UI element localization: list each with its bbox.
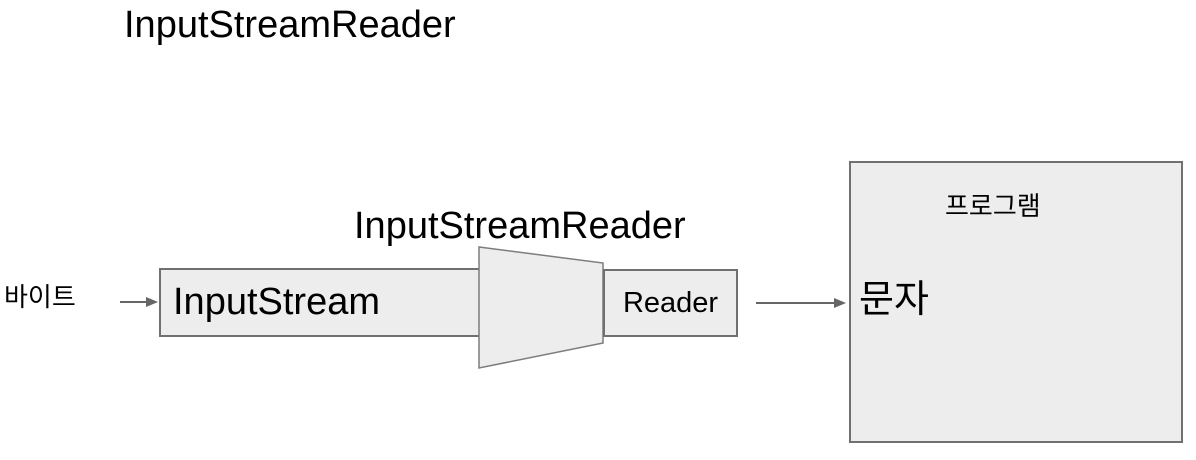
page-title: InputStreamReader xyxy=(124,4,456,46)
reader-box-label: Reader xyxy=(622,286,719,319)
reader-box: Reader xyxy=(603,269,738,337)
reader-to-program-arrow-icon xyxy=(756,298,846,308)
inputstream-box-label: InputStream xyxy=(173,281,380,323)
program-content-label: 문자 xyxy=(859,279,929,321)
program-box-title: 프로그램 xyxy=(945,191,1041,221)
inputstream-box: InputStream xyxy=(159,268,551,337)
converter-label: InputStreamReader xyxy=(354,205,686,247)
program-box: 프로그램 문자 xyxy=(849,161,1183,443)
byte-source-label: 바이트 xyxy=(4,282,76,312)
byte-to-inputstream-arrow-icon xyxy=(120,297,158,307)
